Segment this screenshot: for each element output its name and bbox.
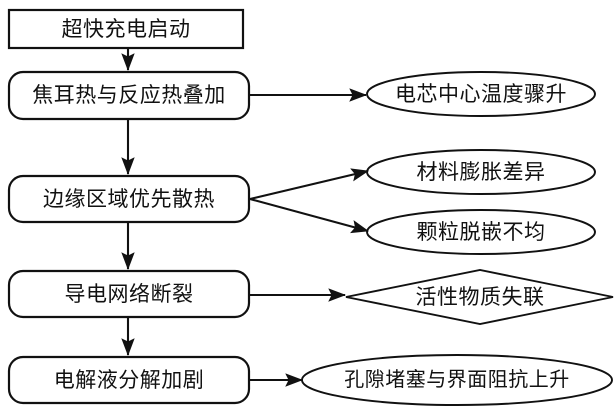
node-shape-n5[interactable] (7, 355, 251, 405)
node-shape-n3[interactable] (7, 174, 251, 224)
node-shape-b4[interactable] (345, 269, 614, 325)
edge-n3-b2 (249, 168, 370, 201)
node-shape-n4[interactable] (7, 269, 251, 319)
node-shape-b1[interactable] (366, 71, 596, 117)
node-shape-n1[interactable] (7, 8, 245, 50)
node-shape-b5[interactable] (301, 354, 613, 406)
edge-n3-b3 (249, 197, 370, 234)
node-shape-b3[interactable] (366, 209, 596, 255)
node-shape-n2[interactable] (7, 70, 251, 121)
node-shape-b2[interactable] (366, 149, 596, 195)
